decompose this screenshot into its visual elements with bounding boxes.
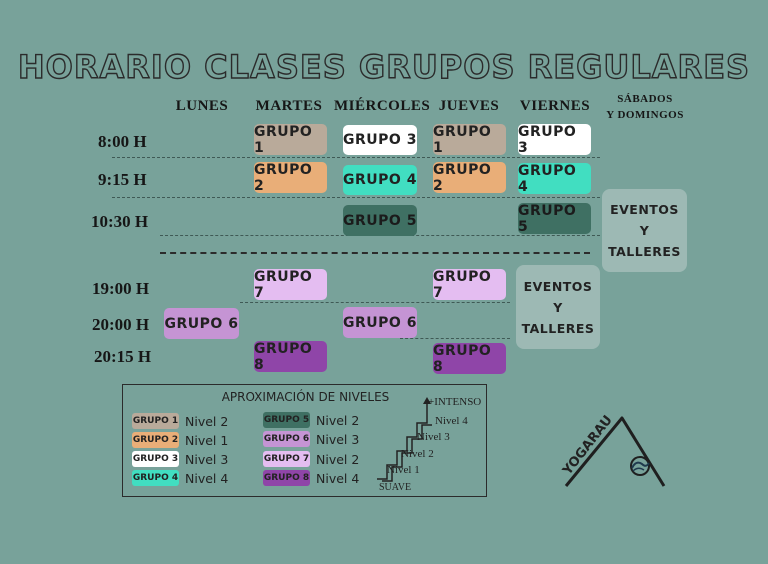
legend-item-g3: GRUPO 3 Nivel 3 <box>132 451 228 467</box>
events-line2: Y <box>639 223 650 238</box>
legend-item-g4: GRUPO 4 Nivel 4 <box>132 470 228 486</box>
class-cell-lunes-2000[interactable]: GRUPO 6 <box>164 308 239 339</box>
legend-level: Nivel 2 <box>316 451 360 467</box>
legend-item-g2: GRUPO 2 Nivel 1 <box>132 432 228 448</box>
events-line2: Y <box>553 299 563 315</box>
class-cell-viernes-0800[interactable]: GRUPO 3 <box>518 124 591 156</box>
weekend-events-box[interactable]: EVENTOS Y TALLERES <box>602 189 687 272</box>
legend-badge: GRUPO 3 <box>132 451 179 467</box>
day-header-lunes: LUNES <box>175 98 229 114</box>
class-cell-jueves-2015[interactable]: GRUPO 8 <box>433 343 506 375</box>
day-header-miercoles: MIÉRCOLES <box>334 98 431 114</box>
class-cell-martes-0915[interactable]: GRUPO 2 <box>254 162 327 194</box>
legend-level: Nivel 2 <box>316 412 360 428</box>
yogarau-logo-icon <box>564 416 666 487</box>
events-line1: EVENTOS <box>523 278 593 294</box>
legend-item-g7: GRUPO 7 Nivel 2 <box>263 451 359 467</box>
class-cell-miercoles-0915[interactable]: GRUPO 4 <box>343 165 417 195</box>
intensity-staircase-icon <box>377 397 432 482</box>
legend-level: Nivel 4 <box>316 470 360 486</box>
stair-level-1: Nivel 1 <box>387 464 420 476</box>
time-label-2015: 20:15 H <box>94 347 152 366</box>
legend-level: Nivel 3 <box>316 431 360 447</box>
schedule-title: HORARIO CLASES GRUPOS REGULARES <box>17 47 751 86</box>
intensity-top-label: +INTENSO <box>428 396 482 408</box>
row-divider <box>112 157 600 158</box>
legend-item-g1: GRUPO 1 Nivel 2 <box>132 413 228 429</box>
stair-level-2: Nivel 2 <box>401 448 434 460</box>
class-cell-martes-2015[interactable]: GRUPO 8 <box>254 341 327 373</box>
day-header-martes: MARTES <box>255 98 323 114</box>
legend-badge: GRUPO 2 <box>132 432 179 448</box>
legend-badge: GRUPO 4 <box>132 470 179 486</box>
class-cell-martes-0800[interactable]: GRUPO 1 <box>254 124 327 156</box>
legend-level: Nivel 2 <box>185 413 229 429</box>
stair-level-4: Nivel 4 <box>435 415 468 427</box>
legend-level: Nivel 4 <box>185 470 229 486</box>
legend-item-g6: GRUPO 6 Nivel 3 <box>263 431 359 447</box>
legend-title: APROXIMACIÓN DE NIVELES <box>221 390 390 404</box>
weekend-line2: Y DOMINGOS <box>606 109 684 121</box>
class-cell-viernes-0915[interactable]: GRUPO 4 <box>518 163 591 195</box>
legend-badge: GRUPO 8 <box>263 470 310 486</box>
legend-item-g8: GRUPO 8 Nivel 4 <box>263 470 359 486</box>
time-label-1900: 19:00 H <box>92 279 150 298</box>
legend-level: Nivel 3 <box>185 451 229 467</box>
legend-item-g5: GRUPO 5 Nivel 2 <box>263 412 359 428</box>
row-divider <box>400 338 510 339</box>
morning-evening-separator <box>160 252 590 254</box>
friday-events-box[interactable]: EVENTOS Y TALLERES <box>516 265 600 349</box>
events-line3: TALLERES <box>521 320 595 336</box>
class-cell-jueves-0800[interactable]: GRUPO 1 <box>433 124 506 156</box>
levels-legend: APROXIMACIÓN DE NIVELES GRUPO 1 Nivel 2 … <box>122 384 487 497</box>
events-line3: TALLERES <box>608 244 681 259</box>
class-cell-jueves-0915[interactable]: GRUPO 2 <box>433 162 506 194</box>
weekend-line1: SÁBADOS <box>617 93 673 105</box>
time-label-0800: 8:00 H <box>98 132 147 151</box>
day-header-jueves: JUEVES <box>438 98 500 114</box>
legend-badge: GRUPO 6 <box>263 431 310 447</box>
row-divider <box>240 302 510 303</box>
stair-level-3: Nivel 3 <box>417 431 450 443</box>
row-divider <box>112 197 600 198</box>
class-cell-viernes-1030[interactable]: GRUPO 5 <box>518 203 591 235</box>
time-label-1030: 10:30 H <box>91 212 149 231</box>
class-cell-miercoles-2000[interactable]: GRUPO 6 <box>343 307 417 338</box>
time-label-0915: 9:15 H <box>98 170 147 189</box>
time-label-2000: 20:00 H <box>92 315 150 334</box>
class-cell-miercoles-0800[interactable]: GRUPO 3 <box>343 125 417 155</box>
class-cell-jueves-1900[interactable]: GRUPO 7 <box>433 269 506 301</box>
legend-badge: GRUPO 7 <box>263 451 310 467</box>
legend-level: Nivel 1 <box>185 432 229 448</box>
day-header-weekend: SÁBADOS Y DOMINGOS <box>600 91 690 123</box>
legend-badge: GRUPO 5 <box>263 412 310 428</box>
intensity-bottom-label: SUAVE <box>379 482 412 493</box>
day-header-viernes: VIERNES <box>519 98 591 114</box>
events-line1: EVENTOS <box>610 202 679 217</box>
class-cell-martes-1900[interactable]: GRUPO 7 <box>254 269 327 301</box>
class-cell-miercoles-1030[interactable]: GRUPO 5 <box>343 205 417 236</box>
legend-badge: GRUPO 1 <box>132 413 179 429</box>
